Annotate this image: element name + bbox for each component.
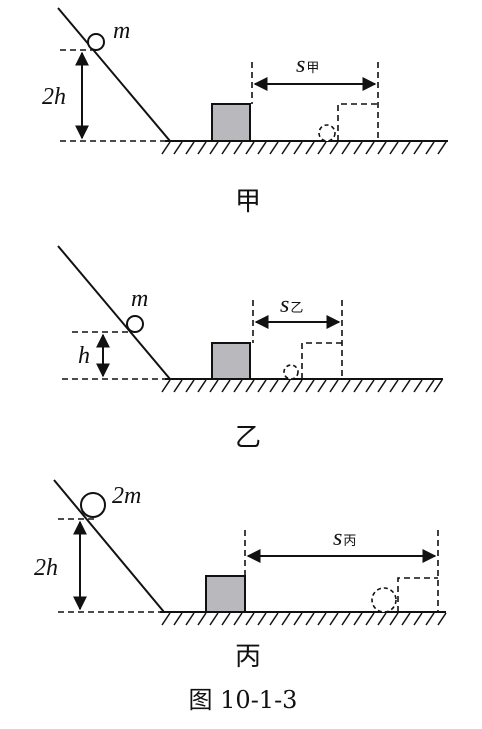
ghost-ball <box>371 587 397 613</box>
block <box>211 342 251 380</box>
ground-hatching <box>161 379 443 393</box>
ghost-block <box>337 103 378 141</box>
panel-caption: 乙 <box>235 423 261 453</box>
ball <box>126 315 144 333</box>
distance-subscript: 乙 <box>290 301 303 316</box>
incline <box>57 7 171 142</box>
block <box>211 103 251 142</box>
ghost-block <box>301 342 342 379</box>
panel-yi: h m s乙 乙 <box>57 245 443 453</box>
height-label: 2h <box>34 555 58 581</box>
height-label: 2h <box>42 84 66 110</box>
distance-symbol: s <box>296 52 305 78</box>
ball <box>87 33 105 51</box>
distance-symbol: s <box>333 525 342 551</box>
distance-label: s甲 <box>296 52 319 78</box>
incline <box>53 479 165 613</box>
ghost-ball <box>283 364 299 380</box>
distance-subscript: 甲 <box>306 61 319 76</box>
distance-label: s乙 <box>280 292 303 318</box>
figure-caption: 图 10-1-3 <box>189 686 298 714</box>
height-label: h <box>78 343 90 369</box>
incline <box>57 245 171 380</box>
ghost-block <box>397 577 438 612</box>
panel-caption: 丙 <box>235 642 261 672</box>
mass-label: 2m <box>112 483 141 509</box>
mass-label: m <box>131 286 148 312</box>
ground-hatching <box>161 141 447 155</box>
ground-hatching <box>161 612 447 626</box>
mass-label: m <box>113 18 130 44</box>
distance-symbol: s <box>280 292 289 318</box>
block <box>205 575 246 613</box>
panel-caption: 甲 <box>235 187 261 217</box>
panel-bing: 2h 2m s丙 丙 <box>34 479 447 672</box>
ball <box>80 492 106 518</box>
distance-label: s丙 <box>333 525 356 551</box>
panel-jia: 2h m s甲 甲 <box>42 7 448 217</box>
ghost-ball <box>318 124 336 142</box>
distance-subscript: 丙 <box>343 534 356 549</box>
